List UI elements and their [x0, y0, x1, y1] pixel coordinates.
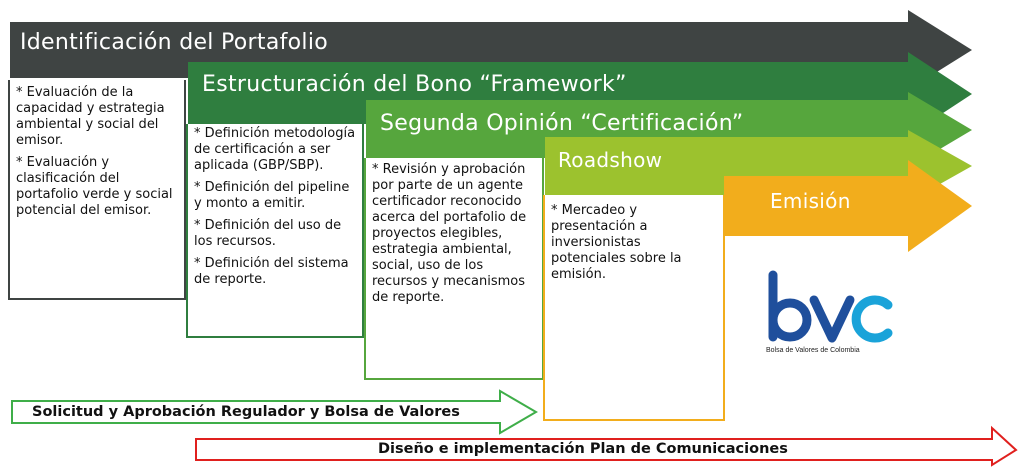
- regulator-arrow-label: Solicitud y Aprobación Regulador y Bolsa…: [32, 404, 460, 420]
- stage-title-roadshow: Roadshow: [558, 148, 663, 172]
- bvc-logo: [768, 270, 893, 343]
- stage-box-identificacion: * Evaluación de la capacidad y estrategi…: [8, 80, 186, 300]
- stage2-item: * Definición del pipeline y monto a emit…: [194, 180, 350, 211]
- stage-box-estructuracion: * Definición metodología de certificació…: [186, 124, 364, 338]
- stage-title-emision: Emisión: [770, 189, 851, 213]
- stage-title-estructuracion: Estructuración del Bono “Framework”: [202, 72, 627, 97]
- stage4-item: * Mercadeo y presentación a inversionist…: [551, 203, 682, 282]
- stage-arrow-emision: [724, 160, 972, 252]
- stage1-item: * Evaluación de la capacidad y estrategi…: [16, 85, 165, 148]
- logo-b-bowl: [768, 298, 812, 342]
- communications-arrow-outline: [195, 425, 1018, 467]
- stage-box-roadshow: * Mercadeo y presentación a inversionist…: [543, 195, 725, 421]
- stage2-item: * Definición del uso de los recursos.: [194, 218, 342, 249]
- stage-box-segunda-opinion: * Revisión y aprobación por parte de un …: [364, 158, 544, 380]
- stage2-item: * Definición del sistema de reporte.: [194, 256, 349, 287]
- stage-title-identificacion: Identificación del Portafolio: [20, 30, 328, 55]
- stage3-item: * Revisión y aprobación por parte de un …: [372, 162, 527, 305]
- stage-title-segunda-opinion: Segunda Opinión “Certificación”: [380, 111, 744, 136]
- stage1-item: * Evaluación y clasificación del portafo…: [16, 155, 173, 218]
- communications-arrow-label: Diseño e implementación Plan de Comunica…: [378, 441, 788, 457]
- logo-c: [851, 295, 893, 343]
- regulator-arrow-outline: [11, 389, 538, 435]
- logo-v: [809, 295, 855, 343]
- stage2-item: * Definición metodología de certificació…: [194, 126, 356, 173]
- bvc-logo-caption: Bolsa de Valores de Colombia: [766, 347, 860, 354]
